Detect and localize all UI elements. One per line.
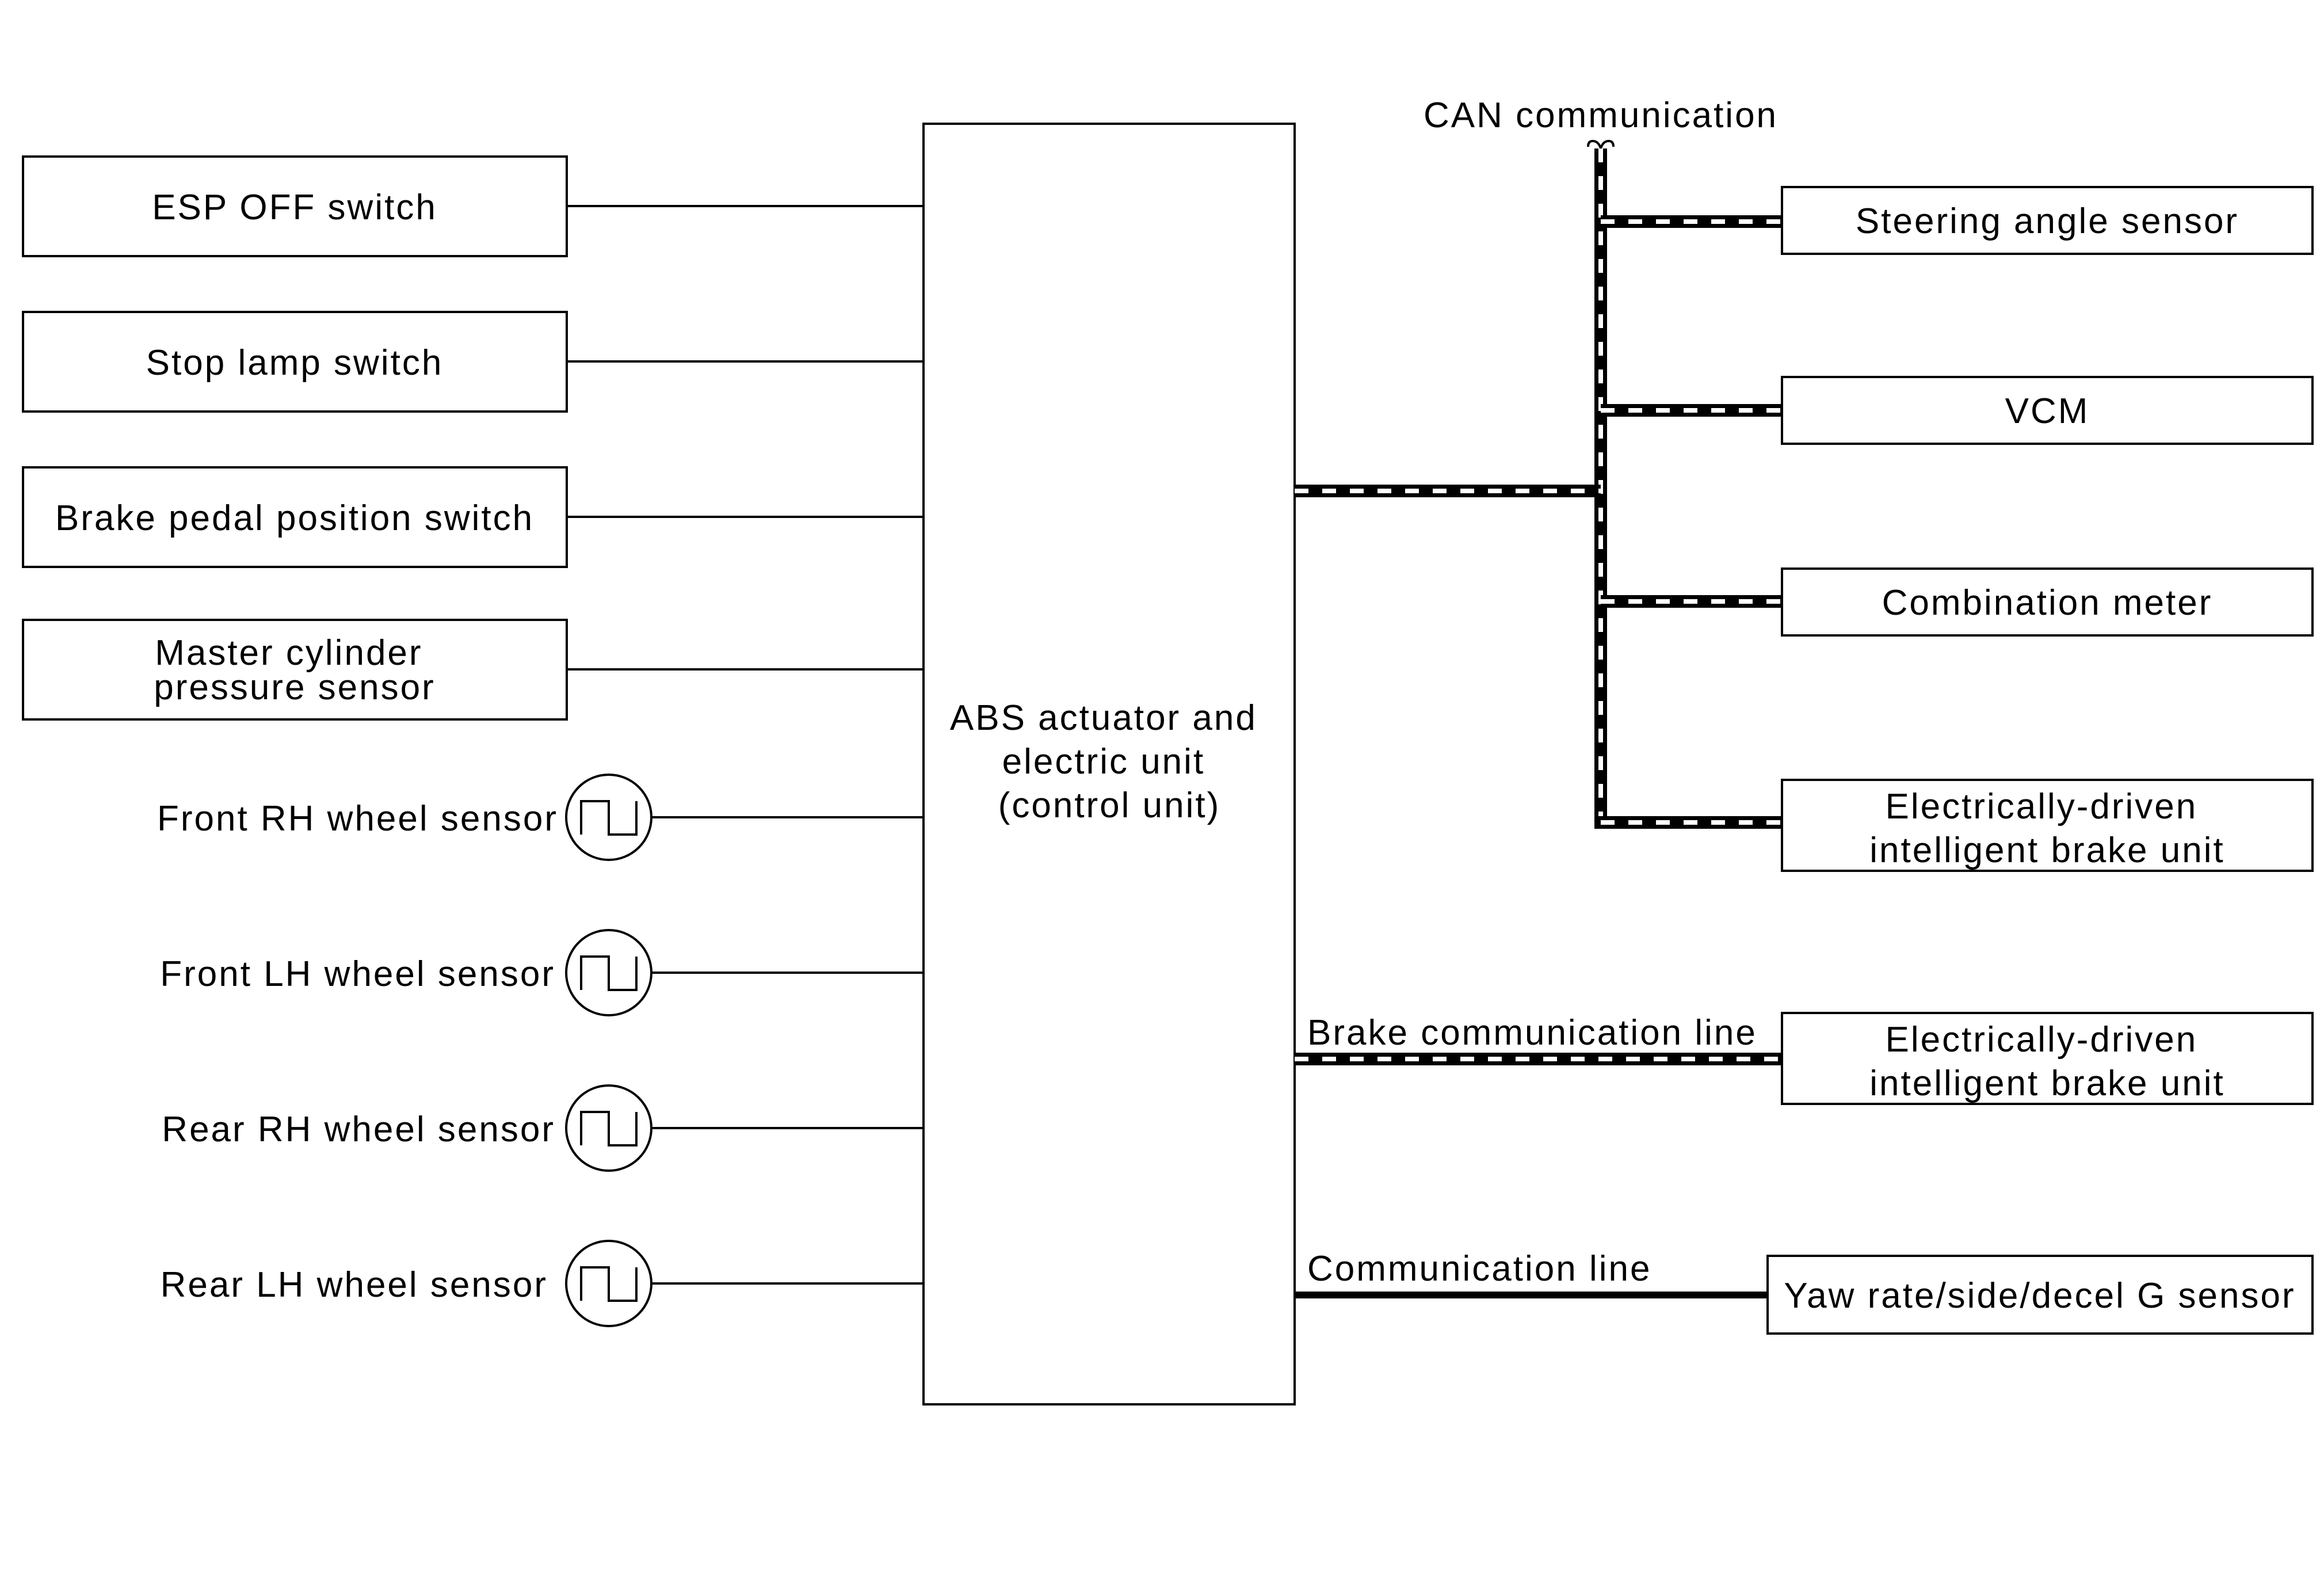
communication-line-label: Communication line: [1307, 1249, 1651, 1289]
master-cylinder-pressure-sensor-label: Master cylinder pressure sensor: [154, 633, 436, 707]
switch-brake-pedal-position[interactable]: Brake pedal position switch: [22, 466, 924, 568]
brake-line-node-line-1: Electrically-driven: [1885, 1020, 2197, 1060]
control-unit[interactable]: ABS actuator and electric unit (control …: [922, 123, 1296, 1405]
control-unit-box: [922, 123, 1296, 1405]
wheel-sensor-rear-rh[interactable]: Rear RH wheel sensor: [162, 1084, 924, 1172]
control-unit-label-line-3: (control unit): [998, 786, 1221, 825]
brake-communication-line: Brake communication line: [1295, 1013, 1782, 1065]
switch-esp-off-label: ESP OFF switch: [152, 188, 437, 227]
can-node-vcm-label: VCM: [2005, 391, 2090, 431]
switch-stop-lamp-box: [22, 311, 568, 413]
can-bracket-icon: [1587, 139, 1615, 153]
can-node-combination-meter-box: [1781, 567, 2314, 637]
can-node-combination-meter[interactable]: Combination meter: [1781, 567, 2314, 637]
can-bus: CAN communication: [1295, 96, 1784, 829]
wheel-sensor-rear-rh-label: Rear RH wheel sensor: [162, 1110, 555, 1149]
square-wave-icon: [580, 800, 638, 836]
comm-node-yaw-rate-sensor-label: Yaw rate/side/decel G sensor: [1784, 1276, 2295, 1316]
can-node-brake-unit-box: [1781, 779, 2314, 872]
can-node-vcm-box: [1781, 376, 2314, 445]
master-cylinder-pressure-sensor-box: [22, 619, 568, 721]
control-unit-label-line-2: electric unit: [1002, 742, 1205, 782]
switch-stop-lamp[interactable]: Stop lamp switch: [22, 311, 924, 413]
switch-brake-pedal-position-box: [22, 466, 568, 568]
can-communication-label: CAN communication: [1424, 96, 1778, 135]
switch-stop-lamp-label: Stop lamp switch: [146, 343, 444, 383]
master-cylinder-pressure-sensor[interactable]: Master cylinder pressure sensor: [22, 619, 924, 721]
can-node-brake-unit-line-2: intelligent brake unit: [1869, 831, 2224, 870]
comm-node-yaw-rate-sensor[interactable]: Yaw rate/side/decel G sensor: [1766, 1255, 2314, 1335]
control-unit-label: ABS actuator and electric unit (control …: [950, 698, 1269, 825]
can-node-brake-unit[interactable]: Electrically-driven intelligent brake un…: [1781, 779, 2314, 872]
brake-line-node-line-2: intelligent brake unit: [1869, 1064, 2224, 1103]
wheel-sensor-front-rh[interactable]: Front RH wheel sensor: [157, 774, 924, 861]
square-wave-icon: [580, 1111, 638, 1146]
comm-node-yaw-rate-sensor-box: [1766, 1255, 2314, 1335]
switch-esp-off[interactable]: ESP OFF switch: [22, 155, 924, 257]
brake-line-node-label: Electrically-driven intelligent brake un…: [1869, 1020, 2224, 1103]
wheel-sensor-rear-lh-label: Rear LH wheel sensor: [161, 1265, 548, 1305]
switch-brake-pedal-position-label: Brake pedal position switch: [55, 498, 534, 538]
can-node-vcm[interactable]: VCM: [1781, 376, 2314, 445]
can-node-combination-meter-label: Combination meter: [1882, 583, 2213, 623]
wheel-sensor-front-lh-label: Front LH wheel sensor: [160, 954, 555, 994]
square-wave-icon: [580, 955, 638, 991]
brake-line-node-box: [1781, 1012, 2314, 1105]
master-cylinder-label-line-2: pressure sensor: [154, 668, 436, 707]
can-node-steering-angle-sensor-label: Steering angle sensor: [1856, 201, 2239, 241]
can-node-steering-angle-sensor-box: [1781, 186, 2314, 255]
switch-esp-off-box: [22, 155, 568, 257]
wheel-sensor-front-rh-label: Front RH wheel sensor: [157, 799, 558, 839]
wheel-sensor-front-lh[interactable]: Front LH wheel sensor: [160, 929, 924, 1016]
master-cylinder-label-line-1: Master cylinder: [155, 633, 422, 673]
can-node-steering-angle-sensor[interactable]: Steering angle sensor: [1781, 186, 2314, 255]
brake-communication-line-label: Brake communication line: [1307, 1013, 1757, 1053]
square-wave-icon: [580, 1266, 638, 1302]
can-node-brake-unit-line-1: Electrically-driven: [1885, 787, 2197, 826]
can-node-brake-unit-label: Electrically-driven intelligent brake un…: [1869, 787, 2224, 870]
wheel-sensor-rear-lh[interactable]: Rear LH wheel sensor: [161, 1240, 924, 1327]
brake-line-node-brake-unit[interactable]: Electrically-driven intelligent brake un…: [1781, 1012, 2314, 1105]
communication-line: Communication line: [1295, 1249, 1768, 1298]
control-unit-label-line-1: ABS actuator and: [950, 698, 1257, 738]
